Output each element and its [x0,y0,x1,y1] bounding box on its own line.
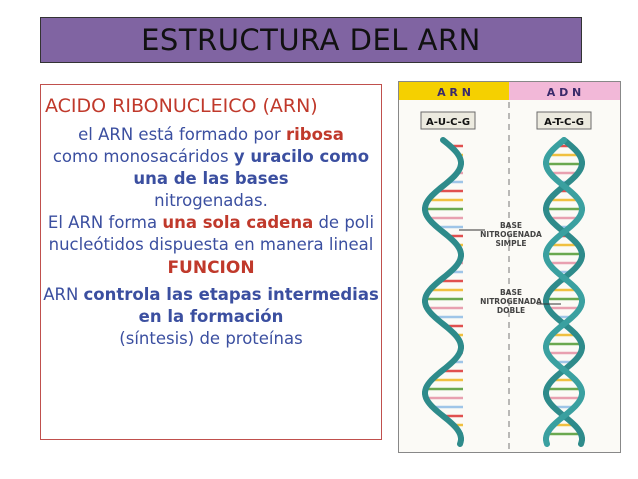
p1-text-a: el ARN está formado por [78,125,286,144]
p2-text-c: de poli nucleótidos dispuesta en manera … [48,213,375,254]
base-double-line2: NITROGENADA [480,297,542,306]
p2-highlight-cadena: una sola cadena [162,213,314,232]
header-right-bg [509,82,620,100]
header-left-text: A R N [437,86,471,99]
p1-text-c: como monosacáridos [52,147,234,166]
p3-text-a: ARN [43,285,84,304]
title-bar: ESTRUCTURA DEL ARN [40,17,582,63]
paragraph-function: ARN controla las etapas intermedias en l… [41,284,381,350]
p3-highlight-etapas: controla las etapas intermedias en la fo… [83,285,379,326]
base-simple-line2: NITROGENADA [480,230,542,239]
header-right-text: A D N [547,86,582,99]
base-simple-line1: BASE [500,221,522,230]
base-simple-line3: SIMPLE [495,239,526,248]
p2-text-a: El ARN forma [47,213,163,232]
dna-strand-b [543,137,585,447]
annotation-base-double: BASE NITROGENADA DOBLE [480,288,561,315]
slide-title: ESTRUCTURA DEL ARN [141,23,481,57]
p1-highlight-uracilo: y uracilo como una de las bases [133,147,370,188]
text-heading: ACIDO RIBONUCLEICO (ARN) [45,95,318,117]
rna-strand [422,137,464,447]
label-left-box [420,111,476,130]
helix-illustration: A R N A D N A-U-C-G A-T-C-G BASE NITROGE… [399,82,620,450]
function-title: FUNCION [167,258,255,278]
p1-highlight-ribosa: ribosa [285,125,344,144]
header-left-bg [399,82,509,100]
rna-dna-figure: A R N A D N A-U-C-G A-T-C-G BASE NITROGE… [398,81,621,453]
dna-strand-a [543,137,585,447]
label-left-text: A-U-C-G [426,117,470,128]
paragraph-chain: El ARN forma una sola cadena de poli nuc… [41,212,381,256]
base-double-line1: BASE [500,288,522,297]
paragraph-composition: el ARN está formado por ribosa como mono… [41,124,381,212]
p3-text-c: (síntesis) de proteínas [119,329,303,348]
label-right-text: A-T-C-G [544,117,584,128]
annotation-base-simple: BASE NITROGENADA SIMPLE [459,221,542,248]
base-double-line3: DOBLE [497,306,525,315]
p1-text-e: nitrogenadas. [154,191,268,210]
label-right-box [536,111,592,130]
text-box: ACIDO RIBONUCLEICO (ARN) el ARN está for… [40,84,382,440]
